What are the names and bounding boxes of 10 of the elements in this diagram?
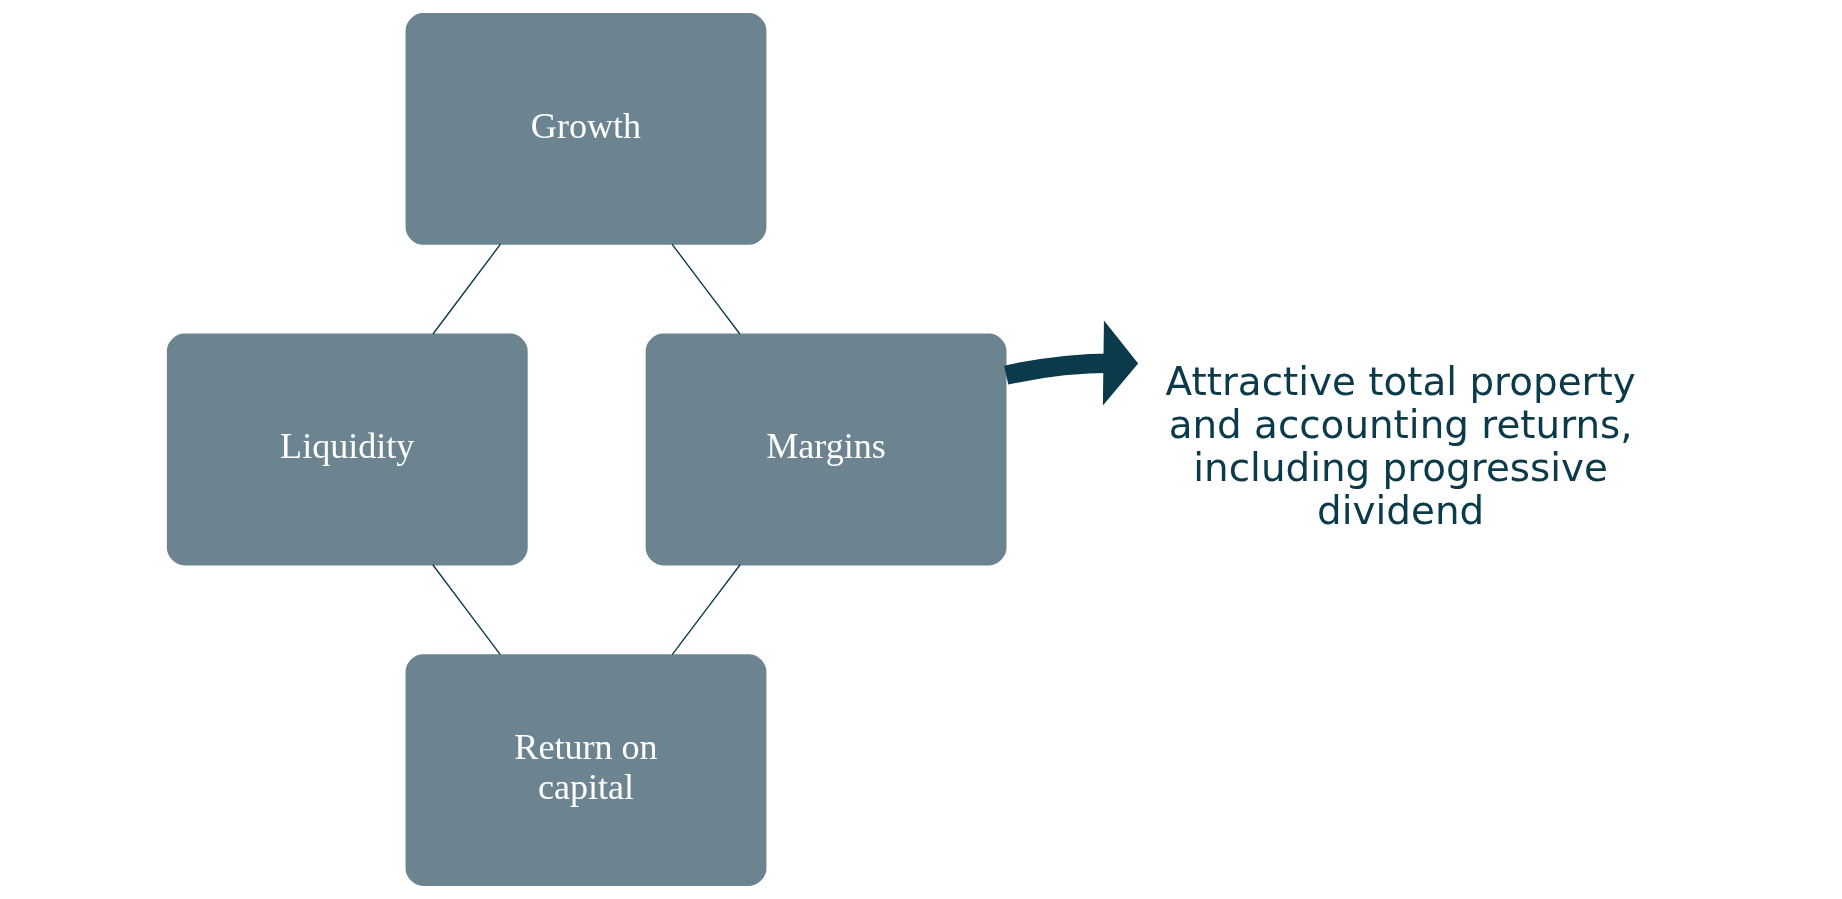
node-box: Liquidity	[166, 333, 528, 566]
connector	[431, 564, 501, 656]
node-box: Margins	[645, 333, 1006, 566]
connector	[431, 243, 501, 335]
connector	[670, 243, 741, 335]
connector	[671, 564, 741, 656]
node-text: Attractive total property and accounting returns, including progressive dividend	[1165, 358, 1636, 533]
node-box: Return on capital	[405, 654, 766, 886]
arrow	[1003, 320, 1138, 406]
node-box: Growth	[405, 13, 766, 245]
